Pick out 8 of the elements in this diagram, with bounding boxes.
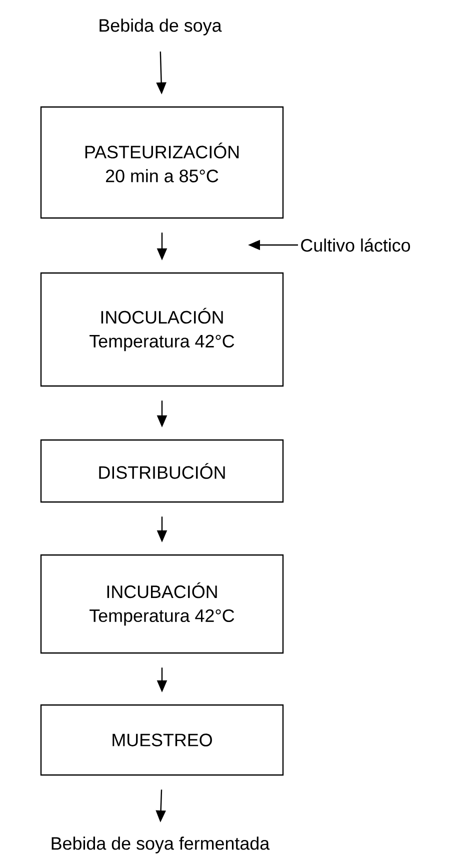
process-box: PASTEURIZACIÓN 20 min a 85°C xyxy=(40,106,284,219)
process-box: DISTRIBUCIÓN xyxy=(40,439,284,503)
flow-text: Bebida de soya fermentada xyxy=(52,836,270,854)
process-box: INOCULACIÓN Temperatura 42°C xyxy=(40,272,284,387)
flow-text: Cultivo láctico xyxy=(301,238,410,252)
flow-text: Bebida de soya xyxy=(100,18,222,36)
process-box: MUESTREO xyxy=(40,704,284,776)
process-box: INCUBACIÓN Temperatura 42°C xyxy=(40,554,284,654)
